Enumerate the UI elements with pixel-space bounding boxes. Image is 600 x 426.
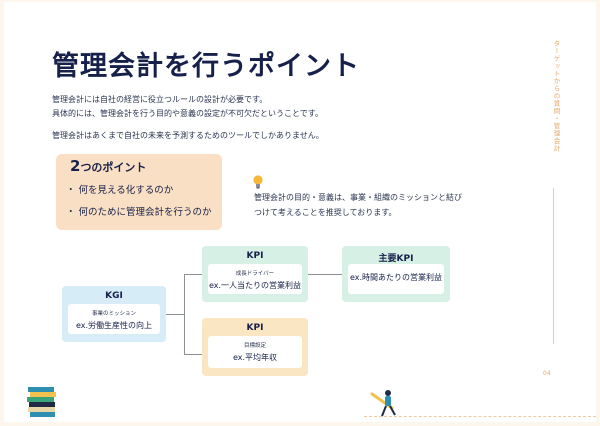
points-box: 2つのポイント ・ 何を見える化するのか ・ 何のために管理会計を行うのか [56, 154, 222, 230]
kpi-bottom-sub: 目標設定 [243, 343, 266, 349]
kpi-bottom-inner: 目標設定 ex.平均年収 [208, 336, 302, 368]
kgi-sub: 事業のミッション [91, 311, 136, 317]
connector-kpi-main [308, 274, 342, 275]
connector-kpi-top [184, 274, 202, 275]
kpi-bottom-label: KPI [246, 323, 264, 333]
points-title-text: つのポイント [80, 161, 147, 174]
body-text-line-2: 具体的には、管理会計を行う目的や意義の設定が不可欠だということです。 [52, 109, 323, 118]
dashed-footer-line [364, 416, 596, 417]
kpi-bottom-card: KPI 目標設定 ex.平均年収 [202, 318, 308, 376]
person-illustration [370, 390, 396, 417]
point-item-1: ・ 何を見える化するのか [66, 185, 174, 196]
body-text-line-1: 管理会計には自社の経営に役立つルールの設計が必要です。 [52, 95, 268, 104]
slide: 管理会計を行うポイント 管理会計には自社の経営に役立つルールの設計が必要です。 … [4, 2, 596, 422]
connector-kpi-bottom [184, 354, 202, 355]
point-item-2: ・ 何のために管理会計を行うのか [66, 207, 212, 218]
kgi-inner: 事業のミッション ex.労働生産性の向上 [68, 304, 160, 334]
note-line-1: 管理会計の目的・意義は、事業・組織のミッションと結び [254, 193, 462, 202]
body-text-line-3: 管理会計はあくまで自社の未来を予測するためのツールでしかありません。 [52, 131, 324, 140]
kpi-bottom-main: ex.平均年収 [232, 353, 278, 362]
kpi-top-card: KPI 成長ドライバー ex.一人当たりの営業利益 [202, 246, 308, 302]
side-vertical-text: ターゲットからの質問・管理会計 [552, 40, 560, 153]
page-title: 管理会計を行うポイント [52, 51, 360, 82]
main-kpi-label: 主要KPI [378, 254, 414, 264]
lightbulb-icon [253, 175, 263, 189]
main-kpi-inner: ex.時間あたりの営業利益 [348, 264, 444, 294]
side-divider [553, 188, 554, 344]
kpi-top-inner: 成長ドライバー ex.一人当たりの営業利益 [208, 264, 302, 294]
kpi-top-sub: 成長ドライバー [235, 271, 275, 277]
books-illustration [27, 387, 56, 417]
connector-vertical [184, 274, 185, 354]
connector-kgi [166, 314, 184, 315]
main-kpi-main: ex.時間あたりの営業利益 [349, 273, 443, 282]
points-title-number: 2 [70, 157, 81, 175]
note-line-2: つけて考えることを推奨しております。 [254, 208, 397, 217]
kgi-label: KGI [105, 291, 123, 301]
kpi-top-label: KPI [246, 251, 264, 261]
kgi-main: ex.労働生産性の向上 [75, 321, 153, 330]
main-kpi-card: 主要KPI ex.時間あたりの営業利益 [342, 246, 450, 302]
kpi-top-main: ex.一人当たりの営業利益 [208, 281, 302, 290]
kgi-card: KGI 事業のミッション ex.労働生産性の向上 [62, 286, 166, 342]
points-title: 2つのポイント [70, 156, 146, 175]
page-number: 04 [543, 370, 551, 377]
